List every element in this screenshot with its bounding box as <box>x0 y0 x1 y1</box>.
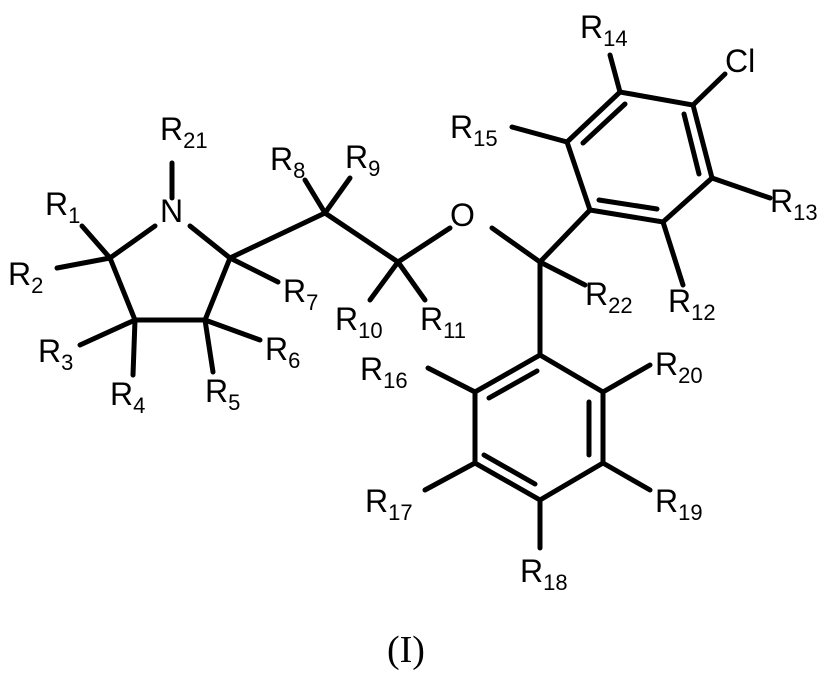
substituent-r2: R2 <box>8 256 43 298</box>
bond-cq-upper-ring <box>537 207 593 265</box>
bond-c8-c10 <box>322 210 401 265</box>
bond-o-cq <box>489 225 543 265</box>
substituent-r21: R21 <box>160 111 208 153</box>
substituent-r6: R6 <box>265 331 300 373</box>
bond-ring-r19 <box>600 460 653 493</box>
quaternary-carbon-bonds <box>537 207 593 358</box>
lower-ring-double-3 <box>481 452 538 487</box>
substituent-r14: R14 <box>580 9 628 51</box>
substituent-r1: R1 <box>45 186 80 228</box>
pyrrolidine-ring <box>107 223 233 323</box>
substituent-r12: R12 <box>668 283 716 325</box>
bond-c2-r1 <box>79 223 113 261</box>
bond-ring-r17 <box>422 460 478 493</box>
chlorine-atom-label: Cl <box>725 43 755 79</box>
bond-ring-r13 <box>709 175 773 201</box>
bond-c10-r10 <box>367 259 401 303</box>
bond-c3-r3 <box>77 317 138 348</box>
substituent-r17: R17 <box>365 483 413 525</box>
bond-c4-r5 <box>202 317 216 375</box>
bond-cq-r22 <box>537 259 588 288</box>
bond-c10-r11 <box>395 259 428 303</box>
bond-ring-r14 <box>607 52 623 95</box>
bond-c4-c5 <box>202 255 233 323</box>
bond-ring-r12 <box>660 219 686 288</box>
bond-ring-r20 <box>600 362 653 395</box>
compound-label: (I) <box>387 629 425 671</box>
substituent-r10: R10 <box>335 301 383 343</box>
bond-c2-r2 <box>54 255 113 271</box>
bond-ring-r16 <box>425 365 478 395</box>
bond-c8-r9 <box>322 175 353 216</box>
substituent-r20: R20 <box>655 346 703 388</box>
bond-c5-c8 <box>227 210 328 261</box>
upper-ring-double-3 <box>596 197 660 212</box>
upper-ring-double-2 <box>681 111 702 177</box>
upper-benzene-ring <box>509 52 773 288</box>
substituent-r11: R11 <box>420 301 466 343</box>
ring-substituent-bonds <box>54 160 281 378</box>
substituent-r19: R19 <box>655 483 703 525</box>
substituent-r16: R16 <box>360 351 408 393</box>
bond-c2-c3 <box>107 255 138 323</box>
substituent-r18: R18 <box>520 553 568 595</box>
ethyl-ether-linker <box>227 175 543 303</box>
upper-ring-outline <box>564 89 715 225</box>
upper-ring-double-1 <box>580 101 628 146</box>
lower-ring-double-1 <box>486 368 540 401</box>
substituent-r13: R13 <box>770 183 818 225</box>
bond-c8-r8 <box>302 177 328 216</box>
nitrogen-atom-label: N <box>160 193 183 229</box>
bond-ring-r15 <box>509 124 570 145</box>
bond-n-c2 <box>107 223 158 261</box>
substituent-r9: R9 <box>345 139 380 181</box>
substituent-r4: R4 <box>110 376 145 418</box>
bond-c5-r7 <box>227 255 281 285</box>
bond-ring-cl <box>690 71 728 108</box>
bond-c3-r4 <box>130 317 138 378</box>
bond-c5-n <box>187 223 233 261</box>
substituent-r15: R15 <box>450 109 498 151</box>
substituent-r5: R5 <box>205 373 240 415</box>
substituent-r7: R7 <box>283 273 318 315</box>
bond-c4-r6 <box>202 317 263 343</box>
lower-ring-outline <box>472 352 606 503</box>
substituent-r22: R22 <box>585 276 633 318</box>
oxygen-atom-label: O <box>450 197 475 233</box>
lower-benzene-ring <box>422 352 653 551</box>
substituent-r3: R3 <box>38 333 73 375</box>
substituent-r8: R8 <box>270 141 305 183</box>
bond-c10-o <box>395 225 453 265</box>
